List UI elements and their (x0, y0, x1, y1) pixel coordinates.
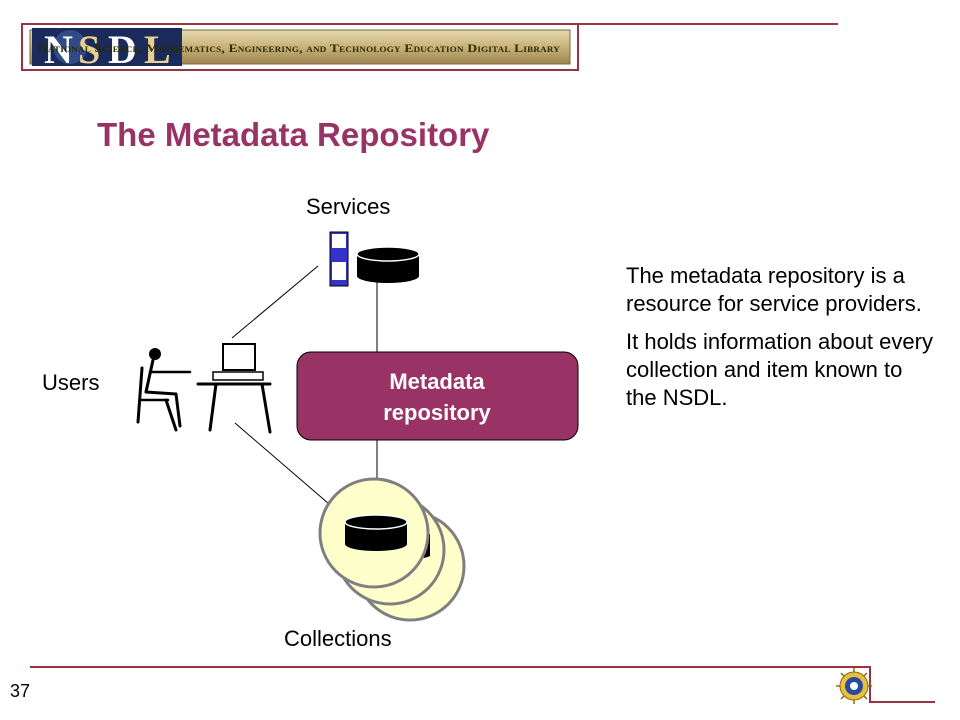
description-paragraph-2: It holds information about every collect… (626, 329, 933, 410)
header-banner: N S D L National Science, Mathematics, E… (21, 23, 838, 72)
user-at-computer-icon (136, 343, 272, 434)
banner-text: National Science, Mathematics, Engineeri… (38, 41, 560, 55)
collection-database-icon (344, 514, 408, 551)
logo-letter-s: S (78, 27, 100, 72)
nsf-seal-icon (836, 668, 872, 704)
repository-label-line1: Metadata (389, 369, 485, 394)
logo-letter-d: D (108, 27, 137, 72)
nsdl-logo: N S D L (32, 27, 182, 72)
repository-label-line2: repository (383, 400, 491, 425)
server-icon (329, 231, 349, 287)
logo-letter-n: N (44, 27, 73, 72)
collections-label: Collections (284, 626, 392, 651)
slide-title: The Metadata Repository (97, 116, 490, 153)
services-database-icon (356, 246, 420, 283)
metadata-repository-box: Metadata repository (296, 351, 579, 441)
users-label: Users (42, 370, 99, 395)
logo-letter-l: L (144, 27, 171, 72)
page-number: 37 (10, 681, 30, 701)
description-text-block: The metadata repository is a resource fo… (626, 262, 936, 422)
connector-lines (231, 265, 378, 511)
footer-rule (30, 666, 935, 703)
collections-stack (318, 477, 466, 622)
description-paragraph-1: The metadata repository is a resource fo… (626, 263, 922, 316)
services-label: Services (306, 194, 390, 219)
